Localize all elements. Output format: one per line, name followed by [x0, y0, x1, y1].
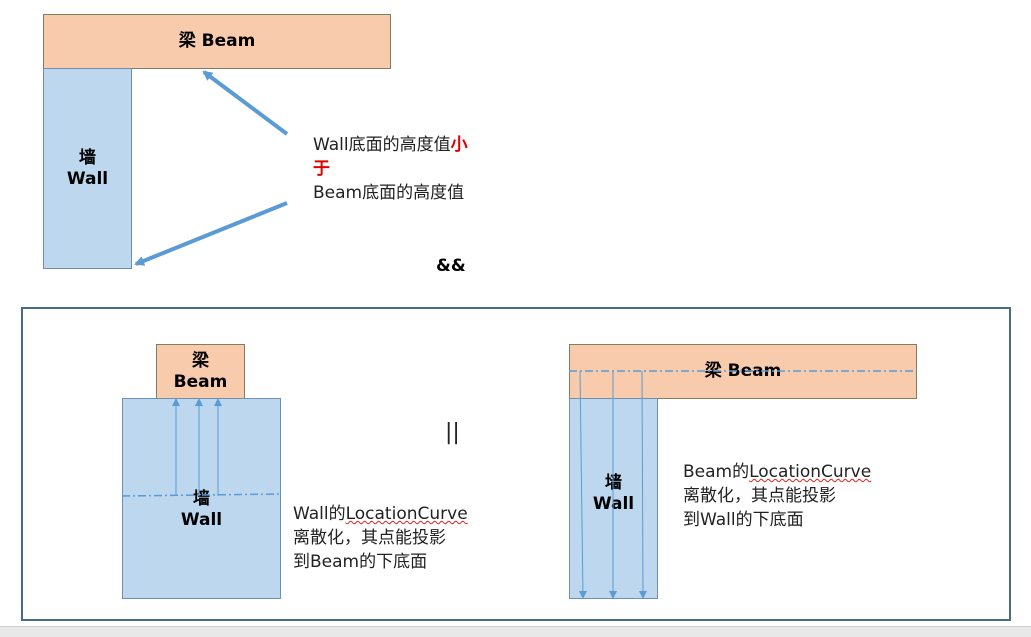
window-bottom-bar — [0, 626, 1031, 637]
left-note-line2: 离散化，其点能投影 — [293, 528, 446, 548]
left-note-line1-text: Wall的 — [293, 504, 346, 524]
top-condition-note: Wall底面的高度值小 于 Beam底面的高度值 — [313, 133, 468, 205]
left-note-term: LocationCurve — [345, 504, 468, 524]
right-note-term: LocationCurve — [749, 462, 872, 482]
right-note-line1-text: Beam的 — [683, 462, 750, 482]
left-note-line1: Wall的LocationCurve — [293, 502, 468, 526]
top-wall: 墙 Wall — [43, 68, 132, 269]
and-connector: && — [436, 256, 466, 276]
top-note-line2: 于 — [313, 159, 330, 179]
right-projection-arrow-3 — [638, 370, 647, 599]
cases-frame — [21, 307, 1011, 621]
right-case-note: Beam的LocationCurve 离散化，其点能投影 到Wall的下底面 — [683, 460, 871, 532]
top-note-line1: Wall底面的高度值小 — [313, 133, 468, 157]
arrow-to-wall-bottom — [134, 201, 288, 266]
left-wall-location-curve — [121, 493, 282, 497]
right-note-line1: Beam的LocationCurve — [683, 460, 871, 484]
left-wall-label-cn: 墙 — [193, 489, 210, 510]
left-note-line3: 到Beam的下底面 — [293, 552, 428, 572]
top-note-emphasis: 小 — [450, 135, 468, 155]
left-wall-label-en: Wall — [180, 509, 223, 530]
right-beam-label: 梁 Beam — [704, 361, 782, 382]
right-note-line2: 离散化，其点能投影 — [683, 486, 836, 506]
left-beam-label-cn: 梁 — [192, 351, 209, 372]
top-wall-label-en: Wall — [66, 168, 109, 189]
top-wall-label-cn: 墙 — [79, 148, 96, 169]
arrow-to-beam-bottom — [202, 70, 289, 136]
top-beam: 梁 Beam — [43, 14, 391, 69]
left-case-note: Wall的LocationCurve 离散化，其点能投影 到Beam的下底面 — [293, 502, 468, 574]
right-projection-arrow-1 — [578, 370, 587, 599]
left-beam-label-en: Beam — [173, 371, 228, 392]
left-wall: 墙 Wall — [122, 398, 281, 599]
left-beam: 梁 Beam — [156, 344, 245, 399]
top-note-line1-text: Wall底面的高度值 — [313, 135, 451, 155]
or-symbol: || — [445, 420, 460, 445]
top-note-line3: Beam底面的高度值 — [313, 183, 465, 203]
right-note-line3: 到Wall的下底面 — [683, 510, 804, 530]
top-beam-label: 梁 Beam — [178, 31, 256, 52]
